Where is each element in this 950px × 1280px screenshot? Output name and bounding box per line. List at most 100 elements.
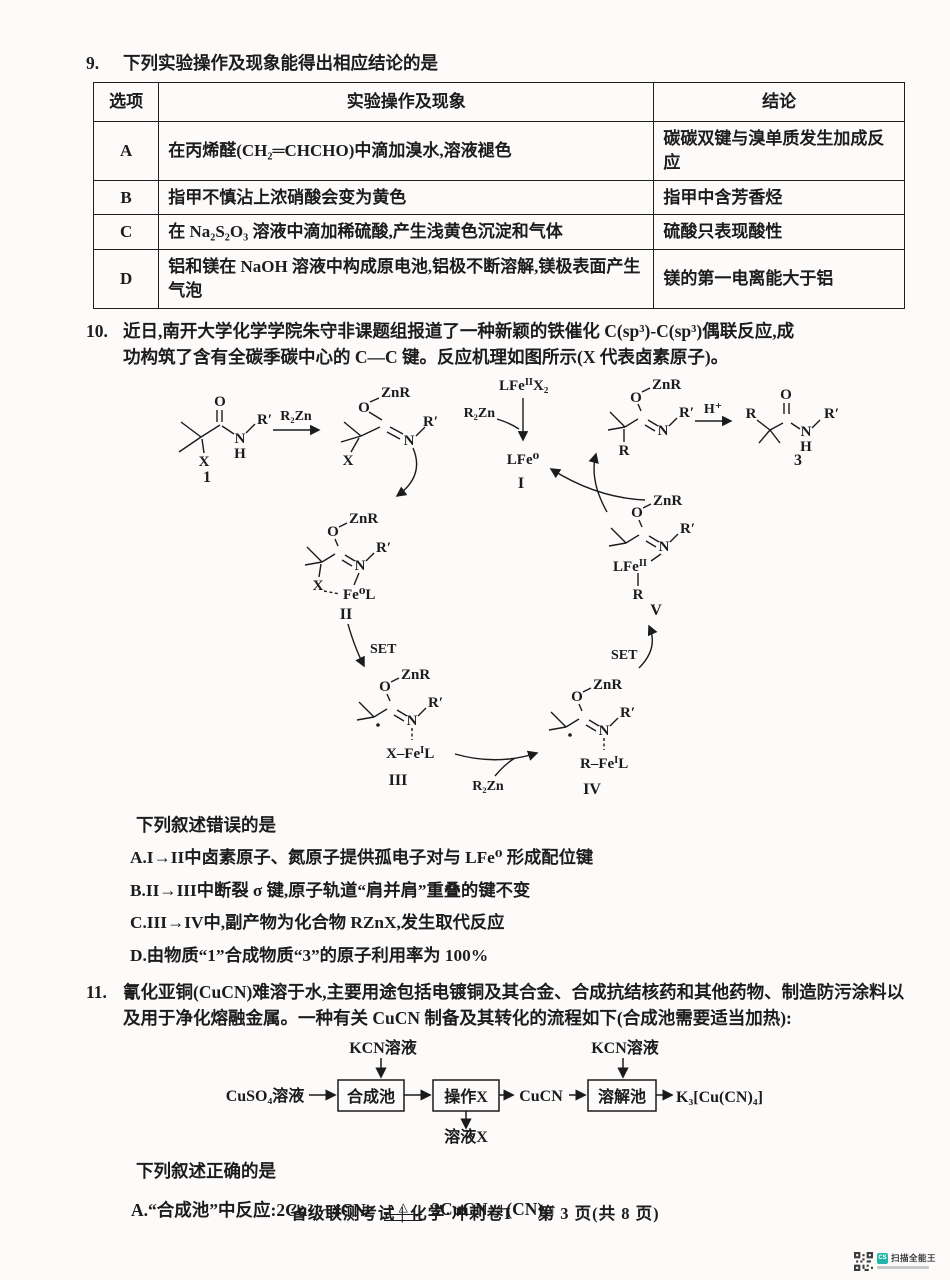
q10-option-B: B.II→III中断裂 σ 键,原子轨道“肩并肩”重叠的键不变 xyxy=(130,880,531,900)
table-row-D: D 铝和镁在 NaOH 溶液中构成原电池,铝极不断溶解,镁极表面产生气泡 镁的第… xyxy=(92,249,905,309)
cell-operation: 指甲不慎沾上浓硝酸会变为黄色 xyxy=(158,179,655,216)
q10-option-D: D.由物质“1”合成物质“3”的原子利用率为 100% xyxy=(130,946,489,966)
equation-right: 2CuCN↓+(CN)₂↑ xyxy=(431,1199,558,1220)
atom-X: X xyxy=(313,578,324,594)
q10-option-A: A.I→II中卤素原子、氮原子提供孤电子对与 LFe⁰ 形成配位键 xyxy=(130,847,594,867)
atom-O: O xyxy=(630,390,642,406)
page-footer: 省级联测考试 | 化学·冲刺卷I 第 3 页(共 8 页) xyxy=(0,1200,950,1224)
atom-Rprime: R′ xyxy=(680,521,695,537)
atom-Rprime: R′ xyxy=(428,695,443,711)
reagent-Hplus: H⁺ xyxy=(704,402,722,417)
box-dissolving-pool: 溶解池 xyxy=(598,1087,646,1106)
intermediate-III-label: III xyxy=(389,772,408,789)
experiment-table: 选项 实验操作及现象 结论 A 在丙烯醛(CH₂═CHCHO)中滴加溴水,溶液褪… xyxy=(92,82,905,309)
intermediate-V-label: V xyxy=(650,602,662,619)
atom-N: N xyxy=(658,423,669,439)
group-ZnR: ZnR xyxy=(381,385,410,401)
question-9-number: 9. xyxy=(86,53,100,73)
atom-O: O xyxy=(379,679,391,695)
question-11-number: 11. xyxy=(86,982,107,1003)
footer-page-number: 第 3 页(共 8 页) xyxy=(537,1204,660,1223)
flow-svg: KCN溶液 CuSO₄溶液 合成池 操作X 溶液X CuCN 溶解池 KCN溶液… xyxy=(226,1038,763,1146)
cell-conclusion: 指甲中含芳香烃 xyxy=(653,179,905,216)
input-KCN-solution: KCN溶液 xyxy=(591,1038,660,1057)
cell-conclusion: 碳碳双键与溴单质发生加成反应 xyxy=(653,121,905,181)
atom-O: O xyxy=(780,387,792,403)
group-ZnR: ZnR xyxy=(593,677,622,693)
bond-lines xyxy=(178,387,821,777)
box-operation-X: 操作X xyxy=(444,1087,488,1106)
output-solution-X: 溶液X xyxy=(444,1127,488,1144)
atom-Rprime: R′ xyxy=(824,406,839,422)
species-LFe0: LFe⁰ xyxy=(507,452,540,468)
radical-dots xyxy=(376,723,572,738)
species-RFeIL: R–FeIL xyxy=(580,755,628,772)
atom-H: H xyxy=(800,439,812,455)
cell-operation: 在 Na₂S₂O₃ 溶液中滴加稀硫酸,产生浅黄色沉淀和气体 xyxy=(158,214,655,251)
atom-X: X xyxy=(343,453,354,469)
table-row-C: C 在 Na₂S₂O₃ 溶液中滴加稀硫酸,产生浅黄色沉淀和气体 硫酸只表现酸性 xyxy=(92,214,905,251)
group-R: R xyxy=(619,443,630,459)
group-ZnR: ZnR xyxy=(653,493,682,509)
atom-Rprime: R′ xyxy=(620,705,635,721)
atom-N: N xyxy=(599,723,610,739)
atom-Rprime: R′ xyxy=(423,414,438,430)
camscanner-watermark: CS 扫描全能王 xyxy=(853,1252,936,1271)
q10-option-C: C.III→IV中,副产物为化合物 RZnX,发生取代反应 xyxy=(130,913,505,933)
header-operation: 实验操作及现象 xyxy=(158,82,655,123)
flow-diagram: KCN溶液 CuSO₄溶液 合成池 操作X 溶液X CuCN 溶解池 KCN溶液… xyxy=(213,1036,908,1149)
question-9-text: 下列实验操作及现象能得出相应结论的是 xyxy=(123,53,438,73)
q11-option-A: A.“合成池”中反应:2Cu²⁺+4CN⁻ △ 2CuCN↓+(CN)₂↑ xyxy=(131,1197,908,1222)
cell-operation: 铝和镁在 NaOH 溶液中构成原电池,铝极不断溶解,镁极表面产生气泡 xyxy=(158,249,655,309)
reagent-R2Zn: R₂Zn xyxy=(464,406,496,421)
header-conclusion: 结论 xyxy=(653,82,905,123)
cell-operation: 在丙烯醛(CH₂═CHCHO)中滴加溴水,溶液褪色 xyxy=(158,121,655,181)
step-SET-label: SET xyxy=(611,648,638,663)
camscanner-app-name: 扫描全能王 xyxy=(890,1253,936,1263)
atom-O: O xyxy=(571,689,583,705)
group-ZnR: ZnR xyxy=(349,511,378,527)
compound-1-label: 1 xyxy=(203,469,211,486)
footer-exam-title: 省级联测考试 | 化学·冲刺卷I xyxy=(290,1204,512,1223)
double-line xyxy=(384,1213,423,1221)
table-header-row: 选项 实验操作及现象 结论 xyxy=(92,82,905,123)
species-XFeIL: X–FeIL xyxy=(386,745,434,762)
flow-labels: KCN溶液 CuSO₄溶液 合成池 操作X 溶液X CuCN 溶解池 KCN溶液… xyxy=(226,1038,763,1146)
atom-Rprime: R′ xyxy=(679,405,694,421)
species-Fe0L: Fe⁰L xyxy=(343,587,375,603)
group-R: R xyxy=(633,587,644,603)
atom-Rprime: R′ xyxy=(376,540,391,556)
table-row-B: B 指甲不慎沾上浓硝酸会变为黄色 指甲中含芳香烃 xyxy=(92,179,905,216)
equation-left: A.“合成池”中反应:2Cu²⁺+4CN⁻ xyxy=(131,1200,376,1221)
heated-equals-symbol: △ xyxy=(384,1199,423,1221)
question-11-text: 氰化亚铜(CuCN)难溶于水,主要用途包括电镀铜及其合金、合成抗结核药和其他药物… xyxy=(123,982,905,1029)
intermediate-I-label: I xyxy=(518,475,524,492)
group-ZnR: ZnR xyxy=(652,377,681,393)
atom-N: N xyxy=(801,424,812,440)
product-CuCN: CuCN xyxy=(519,1088,563,1105)
header-option: 选项 xyxy=(92,82,160,123)
product-K3CuCN4: K₃[Cu(CN)₄] xyxy=(676,1089,763,1106)
qr-code-icon xyxy=(853,1252,873,1271)
step-SET-label: SET xyxy=(370,642,397,657)
group-ZnR: ZnR xyxy=(401,667,430,683)
atom-H: H xyxy=(234,446,246,462)
question-10-prompt: 下列叙述错误的是 xyxy=(136,815,276,836)
table-row-A: A 在丙烯醛(CH₂═CHCHO)中滴加溴水,溶液褪色 碳碳双键与溴单质发生加成… xyxy=(92,121,905,181)
question-10-number: 10. xyxy=(86,320,108,341)
delta-icon: △ xyxy=(398,1199,408,1214)
watermark-tagline-bar xyxy=(876,1266,929,1269)
species-LFeII: LFeII xyxy=(613,558,647,575)
atom-Rprime: R′ xyxy=(257,412,272,428)
reagent-R2Zn: R₂Zn xyxy=(280,409,312,424)
box-synthesis-pool: 合成池 xyxy=(347,1087,395,1106)
group-R: R xyxy=(746,406,757,422)
question-10-text: 近日,南开大学化学学院朱守非课题组报道了一种新颖的铁催化 C(sp³)-C(sp… xyxy=(123,320,795,368)
atom-N: N xyxy=(235,431,246,447)
atom-N: N xyxy=(404,433,415,449)
atom-O: O xyxy=(327,524,339,540)
input-CuSO4-solution: CuSO₄溶液 xyxy=(226,1086,306,1105)
compound-3-label: 3 xyxy=(794,452,802,469)
camscanner-logo-icon: CS xyxy=(876,1252,888,1264)
